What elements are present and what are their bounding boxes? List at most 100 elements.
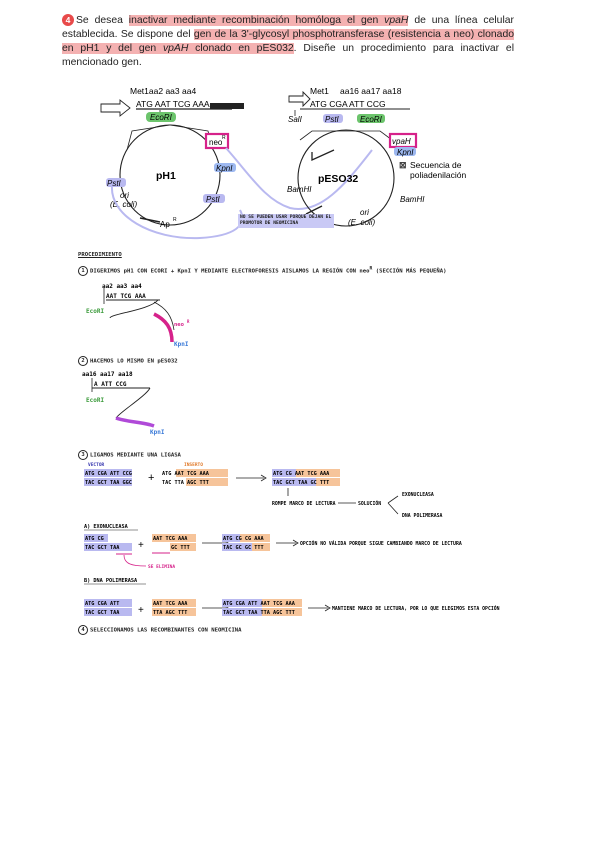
- ph1-insert-bar: [210, 103, 244, 109]
- frag1-kpni: KpnI: [174, 341, 189, 348]
- ph1-sequence: ATG AAT TCG AAA: [136, 99, 210, 109]
- pes-gene-arrow: [311, 149, 335, 162]
- result-top: ATG CG AAT TCG AAA: [273, 471, 330, 477]
- ph1-psti-fragment-line: [110, 185, 244, 240]
- plasmid-diagrams: Met1aa2 aa3 aa4 ATG AAT TCG AAA EcoRI ne…: [100, 86, 467, 240]
- pes-circle: [297, 129, 395, 227]
- frag2-gene-segment: [115, 416, 155, 428]
- insert-bottom: TAC TTA AGC TTT: [162, 480, 209, 486]
- pes-kpni-label: KpnI: [397, 148, 414, 157]
- vector-bottom: TAC GCT TAA GGC: [85, 480, 132, 486]
- b-vector-top: ATG CGA ATT: [85, 601, 119, 607]
- pes-bamhi-right: BamHI: [400, 195, 425, 204]
- arrow-icon: [292, 539, 299, 547]
- frag1-sequence: AAT TCG AAA: [106, 293, 146, 300]
- a-vector-top: ATG CG: [85, 536, 104, 542]
- frag1-neo: neo: [174, 322, 185, 328]
- frag2-sequence: A ATT CCG: [94, 381, 127, 388]
- pes-promoter-arrow: [288, 90, 311, 108]
- svg-text:R: R: [222, 135, 226, 141]
- arrow-icon: [324, 604, 331, 612]
- a-result-top: ATG CG CG AAA: [223, 536, 264, 542]
- plus-icon: +: [138, 540, 144, 551]
- ph1-ecoli-label: (E. coli): [110, 200, 137, 209]
- result-bottom: TAC GCT TAA GC TTT: [273, 480, 329, 486]
- b-result-bottom: TAC GCT TAA TTA AGC TTT: [223, 610, 295, 616]
- b-vector-bottom: TAC GCT TAA: [85, 610, 120, 616]
- pes-sali-label: SalI: [288, 115, 303, 124]
- neo-to-vpah-connector: [225, 147, 373, 211]
- ph1-psti-right-highlight: [203, 194, 225, 203]
- ph1-name: pH1: [156, 170, 176, 182]
- ph1-ap-arrow: [139, 217, 161, 223]
- svg-text:R: R: [187, 319, 190, 324]
- psti-note: NO SE PUEDEN USAR PORQUE DEJAN EL PROMOT…: [238, 214, 334, 229]
- option-b-title: B) DNA POLIMERASA: [84, 578, 138, 584]
- a-result-bottom: TAC GC GC TTT: [223, 545, 264, 551]
- ph1-ecori-highlight: [146, 112, 176, 122]
- polimerasa-option: DNA POLIMERASA: [402, 513, 443, 519]
- a-vector-bottom: TAC GCT TAA: [85, 545, 120, 551]
- b-insert-bottom: TTA AGC TTT: [153, 610, 187, 616]
- a-insert-top: AAT TCG AAA: [153, 536, 188, 542]
- ph1-ori-label: ori: [120, 191, 129, 200]
- pes-polya-label-1: Secuencia de: [410, 160, 462, 170]
- a-insert-bottom: GC TTT: [171, 545, 190, 551]
- option-b-result: MANTIENE MARCO DE LECTURA, POR LO QUE EL…: [332, 605, 500, 612]
- plus-icon: +: [138, 605, 144, 616]
- ligation-scheme: VECTOR ATG CGA ATT CCG TAC GCT TAA GGC +…: [84, 462, 500, 616]
- pes-name: pESO32: [318, 173, 358, 185]
- ph1-promoter-arrow: [100, 99, 131, 117]
- frag2-ecori: EcoRI: [86, 397, 104, 404]
- pes-sequence: ATG CGA ATT CCG: [310, 99, 386, 109]
- ph1-ecori-label: EcoRI: [150, 113, 173, 122]
- b-result-top: ATG CGA ATT AAT TCG AAA: [223, 601, 296, 607]
- ph1-plasmid: Met1aa2 aa3 aa4 ATG AAT TCG AAA EcoRI ne…: [100, 86, 244, 240]
- pes-ecori-label: EcoRI: [360, 115, 383, 124]
- ph1-kpni-label: KpnI: [216, 164, 233, 173]
- ph1-ap-label: Ap: [160, 220, 170, 229]
- inserto-label: INSERTO: [184, 462, 203, 468]
- se-elimina-label: SE ELIMINA: [148, 564, 175, 570]
- option-a-title: A) EXONUCLEASA: [84, 524, 129, 530]
- pes-bamhi-left: BamHI: [287, 185, 312, 194]
- pes-ecori-highlight: [357, 114, 385, 123]
- ph1-psti-left: PstI: [107, 179, 122, 188]
- step-2-fragment: aa16 aa17 aa18 A ATT CCG EcoRI KpnI: [82, 371, 165, 436]
- ph1-neo-label: neo: [209, 138, 223, 147]
- ph1-psti-right: PstI: [206, 195, 221, 204]
- insert-top: ATG AAT TCG AAA: [162, 471, 210, 477]
- rompe-marco: ROMPE MARCO DE LECTURA: [272, 501, 336, 507]
- pes-kpni-highlight: [394, 147, 416, 156]
- ph1-kpni-highlight: [214, 163, 236, 172]
- ph1-neo-box: [204, 132, 230, 150]
- step-1-fragment: aa2 aa3 aa4 AAT TCG AAA EcoRI neo R KpnI: [86, 283, 190, 348]
- option-a-result: OPCIÓN NO VÁLIDA PORQUE SIGUE CAMBIANDO …: [300, 540, 462, 547]
- pes-ecoli-label: (E. coli): [348, 218, 375, 227]
- frag1-ecori: EcoRI: [86, 308, 104, 315]
- pes-met-codon: Met1: [310, 86, 329, 96]
- vector-top: ATG CGA ATT CCG: [85, 471, 132, 477]
- ph1-codons: Met1aa2 aa3 aa4: [130, 86, 196, 96]
- pes-polya-label-2: poliadenilación: [410, 170, 467, 180]
- frag1-neo-segment: [153, 312, 174, 343]
- vector-label: VECTOR: [88, 462, 105, 468]
- plus-icon: +: [148, 472, 154, 484]
- polya-cross-icon: ⊠: [399, 160, 407, 170]
- pes-codons: aa16 aa17 aa18: [340, 86, 402, 96]
- pes-psti-label: PstI: [325, 115, 340, 124]
- pes-tc-arrow: [305, 205, 323, 215]
- b-insert-top: AAT TCG AAA: [153, 601, 188, 607]
- pes-ori-label: ori: [360, 208, 369, 217]
- procedure-title: PROCEDIMIENTO: [78, 252, 122, 258]
- pes-psti-highlight: [323, 114, 343, 123]
- frag2-codons: aa16 aa17 aa18: [82, 371, 133, 378]
- exonucleasa-option: EXONUCLEASA: [402, 492, 434, 498]
- question-number: 4: [62, 14, 74, 26]
- frag1-codons: aa2 aa3 aa4: [102, 283, 142, 290]
